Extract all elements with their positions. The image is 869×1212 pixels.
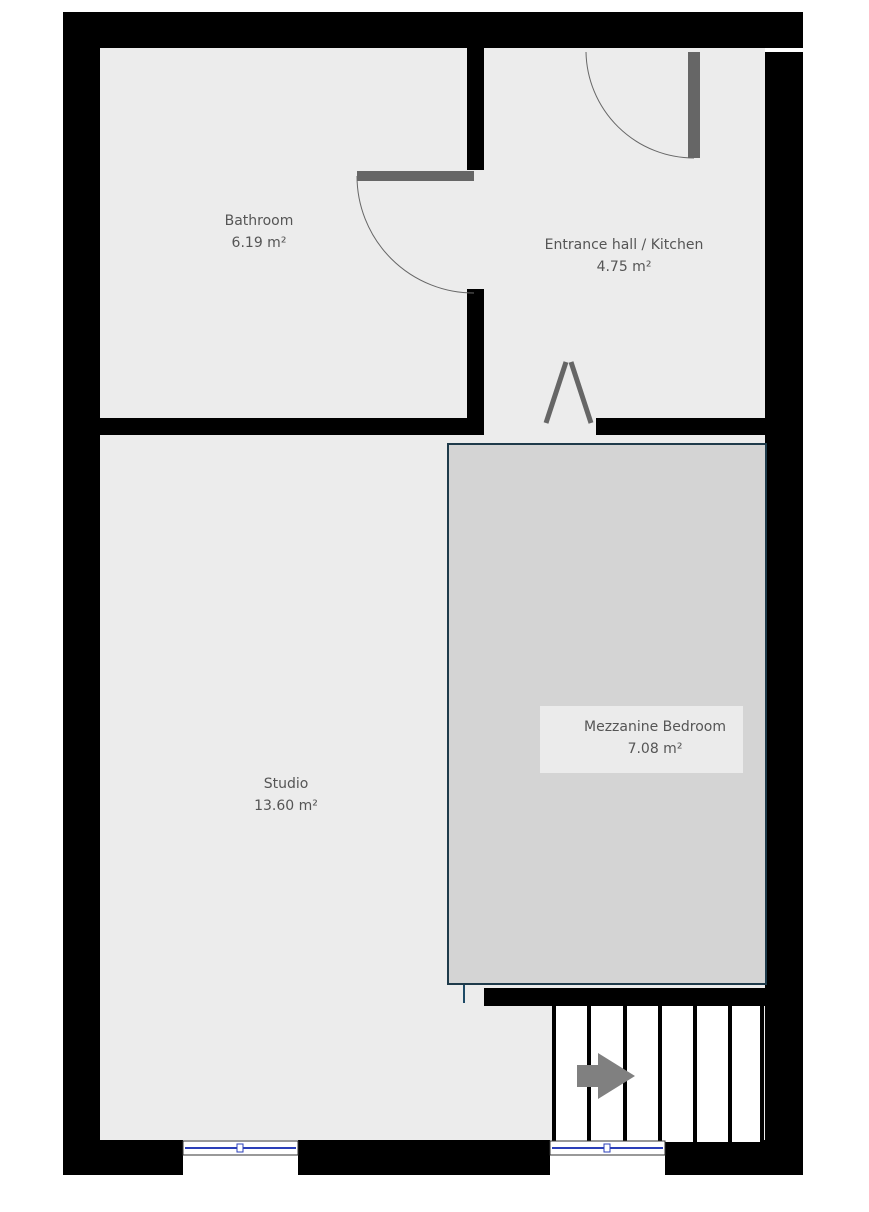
window-studio: [182, 1140, 299, 1156]
wall-left: [63, 12, 100, 1175]
room-area: 6.19 m²: [231, 235, 287, 251]
bathroom-wall-upper: [467, 48, 484, 170]
bifold-door-right: [568, 361, 594, 424]
room-label-bathroom: Bathroom 6.19 m²: [225, 210, 294, 254]
room-name: Studio: [263, 776, 309, 792]
wall-top: [63, 12, 803, 48]
entrance-door: [688, 52, 700, 158]
stair-step: [728, 1006, 732, 1142]
stair-step: [693, 1006, 697, 1142]
bathroom-wall-lower: [467, 289, 484, 435]
stair-wall: [484, 988, 765, 1006]
wall-right: [765, 52, 803, 1175]
mezzanine-label-box: [540, 706, 743, 773]
stair-step: [760, 1006, 764, 1142]
bathroom-door-arc: [356, 175, 475, 294]
room-label-mezzanine: Mezzanine Bedroom 7.08 m²: [584, 716, 726, 760]
room-area: 4.75 m²: [596, 259, 652, 275]
room-name: Bathroom: [224, 213, 294, 229]
room-name: Entrance hall / Kitchen: [544, 237, 704, 253]
stair-step: [552, 1006, 556, 1142]
window-stairs: [549, 1140, 666, 1156]
room-area: 13.60 m²: [254, 798, 318, 814]
stairs-direction-arrow-icon: [577, 1053, 635, 1099]
bathroom-door: [357, 171, 474, 181]
wall-bottom-mid: [298, 1140, 550, 1175]
room-name: Mezzanine Bedroom: [584, 719, 726, 735]
entrance-door-arc: [585, 51, 695, 159]
room-area: 7.08 m²: [627, 741, 683, 757]
entrance-wall-bottom: [596, 418, 765, 435]
wall-bottom-left: [63, 1140, 183, 1175]
stair-step: [658, 1006, 662, 1142]
room-label-entrance-kitchen: Entrance hall / Kitchen 4.75 m²: [545, 234, 704, 278]
bifold-door-left: [543, 361, 569, 424]
room-label-studio: Studio 13.60 m²: [254, 773, 318, 817]
bathroom-wall-bottom: [100, 418, 484, 435]
wall-bottom-right: [665, 1140, 803, 1175]
